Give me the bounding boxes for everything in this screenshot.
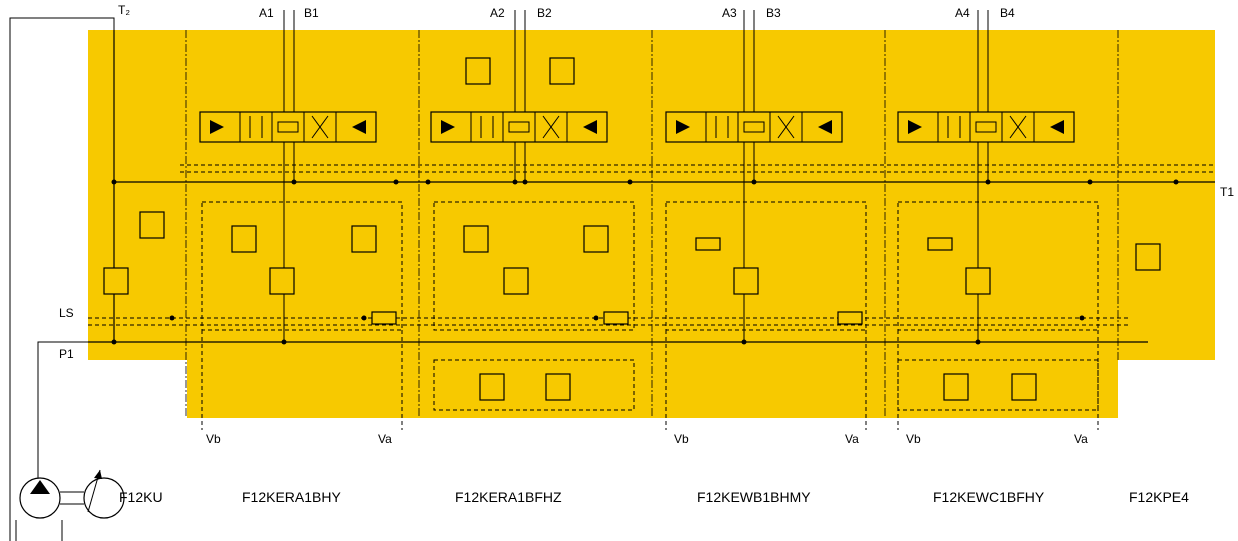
module-label: F12KEWC1BFHY — [933, 489, 1045, 505]
module-label: F12KPE4 — [1129, 489, 1189, 505]
port-va-label: Va — [845, 432, 859, 446]
port-b3-label: B3 — [766, 6, 781, 20]
module-label: F12KEWB1BHMY — [697, 489, 811, 505]
port-b1-label: B1 — [304, 6, 319, 20]
port-b2-label: B2 — [537, 6, 552, 20]
port-t1-label: T1 — [1220, 185, 1235, 199]
section-dividers — [185, 30, 1119, 418]
port-p1-label: P1 — [59, 347, 74, 361]
port-a4-label: A4 — [955, 6, 970, 20]
port-vb-label: Vb — [906, 432, 921, 446]
port-va-label: Va — [1074, 432, 1088, 446]
port-va-label: Va — [378, 432, 392, 446]
port-t2-label: T₂ — [118, 3, 130, 17]
compensator-valves — [103, 57, 1161, 401]
pilot-circuits — [201, 201, 1099, 430]
port-a3-label: A3 — [722, 6, 737, 20]
module-label: F12KERA1BHY — [242, 489, 341, 505]
port-a2-label: A2 — [490, 6, 505, 20]
port-ls-label: LS — [59, 306, 74, 320]
port-vb-label: Vb — [206, 432, 221, 446]
main-lines — [88, 30, 1215, 343]
junction-nodes — [111, 179, 1179, 345]
spool-valves — [199, 111, 1075, 143]
pump-symbol — [19, 469, 125, 519]
check-valves — [371, 237, 953, 325]
port-a1-label: A1 — [259, 6, 274, 20]
port-b4-label: B4 — [1000, 6, 1015, 20]
module-label: F12KU — [119, 489, 163, 505]
external-lines — [9, 17, 115, 541]
port-vb-label: Vb — [674, 432, 689, 446]
module-label: F12KERA1BFHZ — [455, 489, 562, 505]
